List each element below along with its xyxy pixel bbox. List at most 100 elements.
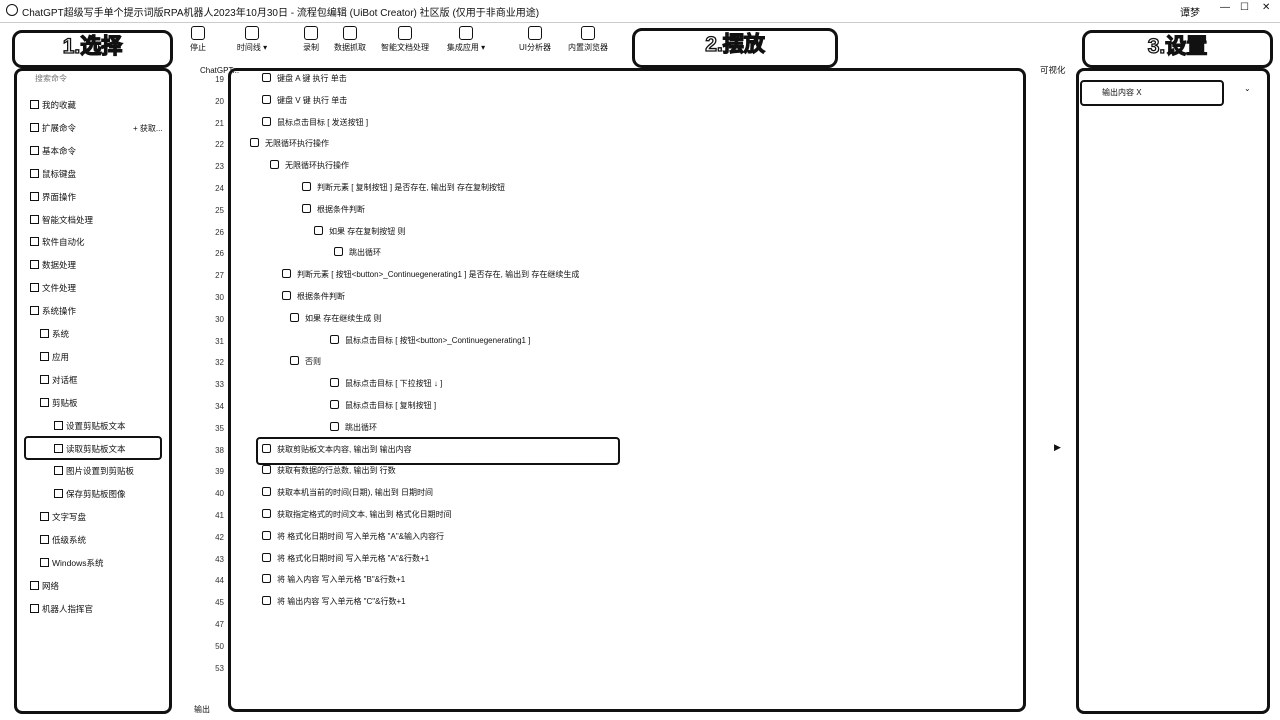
line-number: 42	[215, 532, 224, 542]
close-icon[interactable]: ✕	[1262, 2, 1271, 13]
command-icon	[262, 73, 271, 82]
flow-row[interactable]: 将 格式化日期时间 写入单元格 "A"&输入内容行	[262, 530, 444, 544]
flow-row[interactable]: 键盘 A 键 执行 单击	[262, 72, 347, 86]
flow-row[interactable]: 跳出循环	[330, 421, 377, 435]
flow-row[interactable]: 鼠标点击目标 [ 下拉按钮 ↓ ]	[330, 377, 442, 391]
editor-tab[interactable]: ChatGPT...	[200, 66, 240, 75]
folder-icon	[30, 237, 39, 247]
flow-row[interactable]: 将 输出内容 写入单元格 "C"&行数+1	[262, 595, 406, 609]
flow-row[interactable]: 跳出循环	[334, 246, 381, 260]
flow-row[interactable]: 根据条件判断	[302, 203, 365, 217]
browser-button[interactable]: 内置浏览器	[558, 26, 618, 53]
flow-row[interactable]: 无限循环执行操作	[270, 159, 349, 173]
integration-button[interactable]: 集成应用 ▾	[436, 26, 496, 53]
command-icon	[262, 94, 271, 104]
visualize-toggle[interactable]: 可视化	[1040, 65, 1066, 75]
selected-tree-item[interactable]	[24, 436, 162, 460]
sidebar-item[interactable]: 软件自动化	[30, 235, 85, 249]
search-input[interactable]: 搜索命令	[35, 74, 67, 83]
sidebar-item[interactable]: 系统	[40, 327, 69, 341]
ui-analyzer-button[interactable]: UI分析器	[505, 26, 565, 53]
flow-row[interactable]: 获取本机当前的时间(日期), 输出到 日期时间	[262, 486, 433, 500]
stop-icon	[191, 26, 205, 40]
flow-row[interactable]: 无限循环执行操作	[250, 137, 329, 151]
line-number: 34	[215, 402, 224, 411]
command-icon	[314, 225, 323, 235]
selected-flow-row[interactable]	[256, 437, 620, 465]
flow-row[interactable]: 获取剪贴板文本内容, 输出到 输出内容	[262, 443, 412, 457]
sidebar-item[interactable]: 系统操作	[30, 304, 76, 318]
add-command-button[interactable]: + 获取...	[133, 124, 163, 133]
flow-row[interactable]: 鼠标点击目标 [ 发送按钮 ]	[262, 116, 368, 130]
sidebar-item[interactable]: 低级系统	[40, 533, 86, 547]
run-arrow-icon[interactable]: ▶	[1054, 442, 1061, 452]
flow-row[interactable]: 将 格式化日期时间 写入单元格 "A"&行数+1	[262, 552, 429, 566]
flow-row[interactable]: 根据条件判断	[282, 290, 345, 304]
flow-row[interactable]: 否则	[290, 355, 321, 369]
sidebar-item[interactable]: 智能文档处理	[30, 213, 93, 227]
flow-row[interactable]: 鼠标点击目标 [ 按钮<button>_Continuegenerating1 …	[330, 334, 530, 348]
command-icon	[290, 312, 299, 322]
sidebar-item[interactable]: 基本命令	[30, 144, 76, 158]
command-icon	[262, 574, 271, 584]
window-title: ChatGPT超级写手单个提示词版RPA机器人2023年10月30日 - 流程包…	[22, 8, 540, 19]
dropdown-chevron-icon[interactable]: ⌄	[1244, 84, 1251, 93]
record-button[interactable]: 录制	[281, 26, 341, 53]
callout-settings: 3.设置	[1082, 30, 1273, 68]
flow-row[interactable]: 获取有数据的行总数, 输出到 行数	[262, 464, 396, 478]
sidebar-item[interactable]: Windows系统	[40, 556, 103, 570]
folder-icon	[54, 420, 63, 430]
flow-row[interactable]: 获取指定格式的时间文本, 输出到 格式化日期时间	[262, 508, 452, 522]
sidebar-item[interactable]: 网络	[30, 579, 59, 593]
timeline-button[interactable]: 时间线 ▾	[222, 26, 282, 53]
sidebar-item[interactable]: 保存剪贴板图像	[54, 487, 126, 501]
sidebar-item[interactable]: 文字写盘	[40, 510, 86, 524]
app-icon	[6, 4, 18, 16]
sidebar-item[interactable]: 界面操作	[30, 190, 76, 204]
sidebar-item[interactable]: 我的收藏	[30, 98, 76, 112]
folder-icon	[40, 512, 49, 522]
maximize-icon[interactable]: ☐	[1240, 2, 1249, 13]
idp-button[interactable]: 智能文档处理	[375, 26, 435, 53]
sidebar-item[interactable]: 扩展命令	[30, 121, 76, 135]
flow-row[interactable]: 如果 存在复制按钮 则	[314, 225, 405, 239]
folder-icon	[54, 466, 63, 476]
command-icon	[270, 160, 279, 170]
flow-row[interactable]: 将 输入内容 写入单元格 "B"&行数+1	[262, 573, 405, 587]
flow-row[interactable]: 判断元素 [ 复制按钮 ] 是否存在, 输出到 存在复制按钮	[302, 181, 505, 195]
sidebar-item[interactable]: 剪贴板	[40, 396, 78, 410]
sidebar-item[interactable]: 图片设置到剪贴板	[54, 464, 134, 478]
command-icon	[290, 356, 299, 366]
line-number: 32	[215, 358, 224, 368]
line-number: 21	[215, 118, 224, 128]
flow-row[interactable]: 判断元素 [ 按钮<button>_Continuegenerating1 ] …	[282, 268, 579, 282]
output-tab[interactable]: 输出	[194, 705, 210, 714]
flow-row[interactable]: 键盘 V 键 执行 单击	[262, 94, 347, 108]
sidebar-item[interactable]: 数据处理	[30, 258, 76, 272]
sidebar-item[interactable]: 鼠标键盘	[30, 167, 76, 181]
line-number: 40	[215, 489, 224, 499]
data-scrape-button[interactable]: 数据抓取	[320, 26, 380, 53]
clock-icon	[245, 26, 259, 40]
folder-icon	[30, 122, 39, 132]
sidebar-item[interactable]: 机器人指挥官	[30, 602, 93, 616]
command-icon	[330, 334, 339, 344]
output-field[interactable]: 输出内容 X	[1080, 80, 1224, 106]
flow-editor-panel	[228, 68, 1026, 712]
sidebar-item[interactable]: 应用	[40, 350, 69, 364]
stop-button[interactable]: 停止	[168, 26, 228, 53]
flow-row[interactable]: 鼠标点击目标 [ 复制按钮 ]	[330, 399, 436, 413]
properties-panel	[1076, 68, 1270, 714]
minimize-icon[interactable]: —	[1220, 2, 1230, 13]
sidebar-item[interactable]: 读取剪贴板文本	[54, 442, 126, 456]
line-number: 25	[215, 205, 224, 215]
callout-select: 1.选择	[12, 30, 173, 68]
line-number: 24	[215, 184, 224, 193]
sidebar-item[interactable]: 文件处理	[30, 281, 76, 295]
flow-row[interactable]: 如果 存在继续生成 则	[290, 312, 381, 326]
line-number: 50	[215, 641, 224, 651]
sidebar-item[interactable]: 设置剪贴板文本	[54, 419, 126, 433]
account-name[interactable]: 谭梦	[1180, 8, 1200, 19]
sidebar-item[interactable]: 对话框	[40, 373, 78, 387]
line-number: 43	[215, 554, 224, 564]
